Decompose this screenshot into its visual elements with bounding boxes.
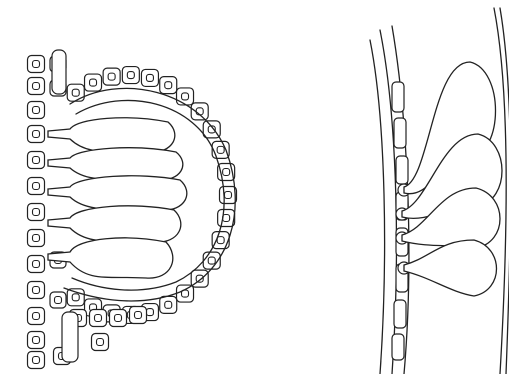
cell-nucleus <box>97 339 104 346</box>
gland-sac <box>48 148 183 180</box>
gland-sac <box>48 206 181 242</box>
cell-nucleus <box>90 79 97 86</box>
wall-line <box>370 40 385 374</box>
cell-nucleus <box>115 315 122 322</box>
right-panel-glands-on-wall <box>370 8 509 374</box>
gland-sac <box>48 118 175 152</box>
cell-nucleus <box>33 157 40 164</box>
cell-nucleus <box>33 235 40 242</box>
cell-nucleus <box>33 61 40 68</box>
elongated-cell-bottom <box>62 312 78 362</box>
cell-nucleus <box>33 261 40 268</box>
cell-nucleus <box>72 89 79 96</box>
cell-nucleus <box>217 146 224 153</box>
cell-nucleus <box>95 315 102 322</box>
cell-nucleus <box>135 312 142 319</box>
cell-nucleus <box>146 74 153 81</box>
cell-nucleus <box>33 107 40 114</box>
cell-nucleus <box>165 301 172 308</box>
cell-nucleus <box>33 83 40 90</box>
cell-nucleus <box>33 131 40 138</box>
cell-nucleus <box>108 73 115 80</box>
cell-nucleus <box>208 257 215 264</box>
cell-nucleus <box>146 309 153 316</box>
cell-nucleus <box>182 93 189 100</box>
cell-nucleus <box>55 297 62 304</box>
wall-cell <box>392 82 404 112</box>
cell-nucleus <box>33 337 40 344</box>
wall-cell <box>394 118 406 148</box>
cell-nucleus <box>33 209 40 216</box>
cell-nucleus <box>196 108 203 115</box>
cell-nucleus <box>127 72 134 79</box>
left-panel-gland-pocket <box>28 50 237 369</box>
cell-nucleus <box>33 287 40 294</box>
gland-sac <box>404 240 497 296</box>
cell-nucleus <box>33 183 40 190</box>
cell-nucleus <box>217 237 224 244</box>
wall-cell <box>394 300 406 328</box>
elongated-cell-top <box>52 50 66 94</box>
cell-nucleus <box>225 192 232 199</box>
gland-sac <box>48 176 187 210</box>
cell-nucleus <box>165 82 172 89</box>
cell-nucleus <box>33 313 40 320</box>
wall-cell <box>392 334 404 360</box>
cell-nucleus <box>223 169 230 176</box>
wall-cell <box>396 156 408 184</box>
cell-nucleus <box>72 294 79 301</box>
gland-sac <box>48 238 173 278</box>
cell-nucleus <box>33 357 40 364</box>
